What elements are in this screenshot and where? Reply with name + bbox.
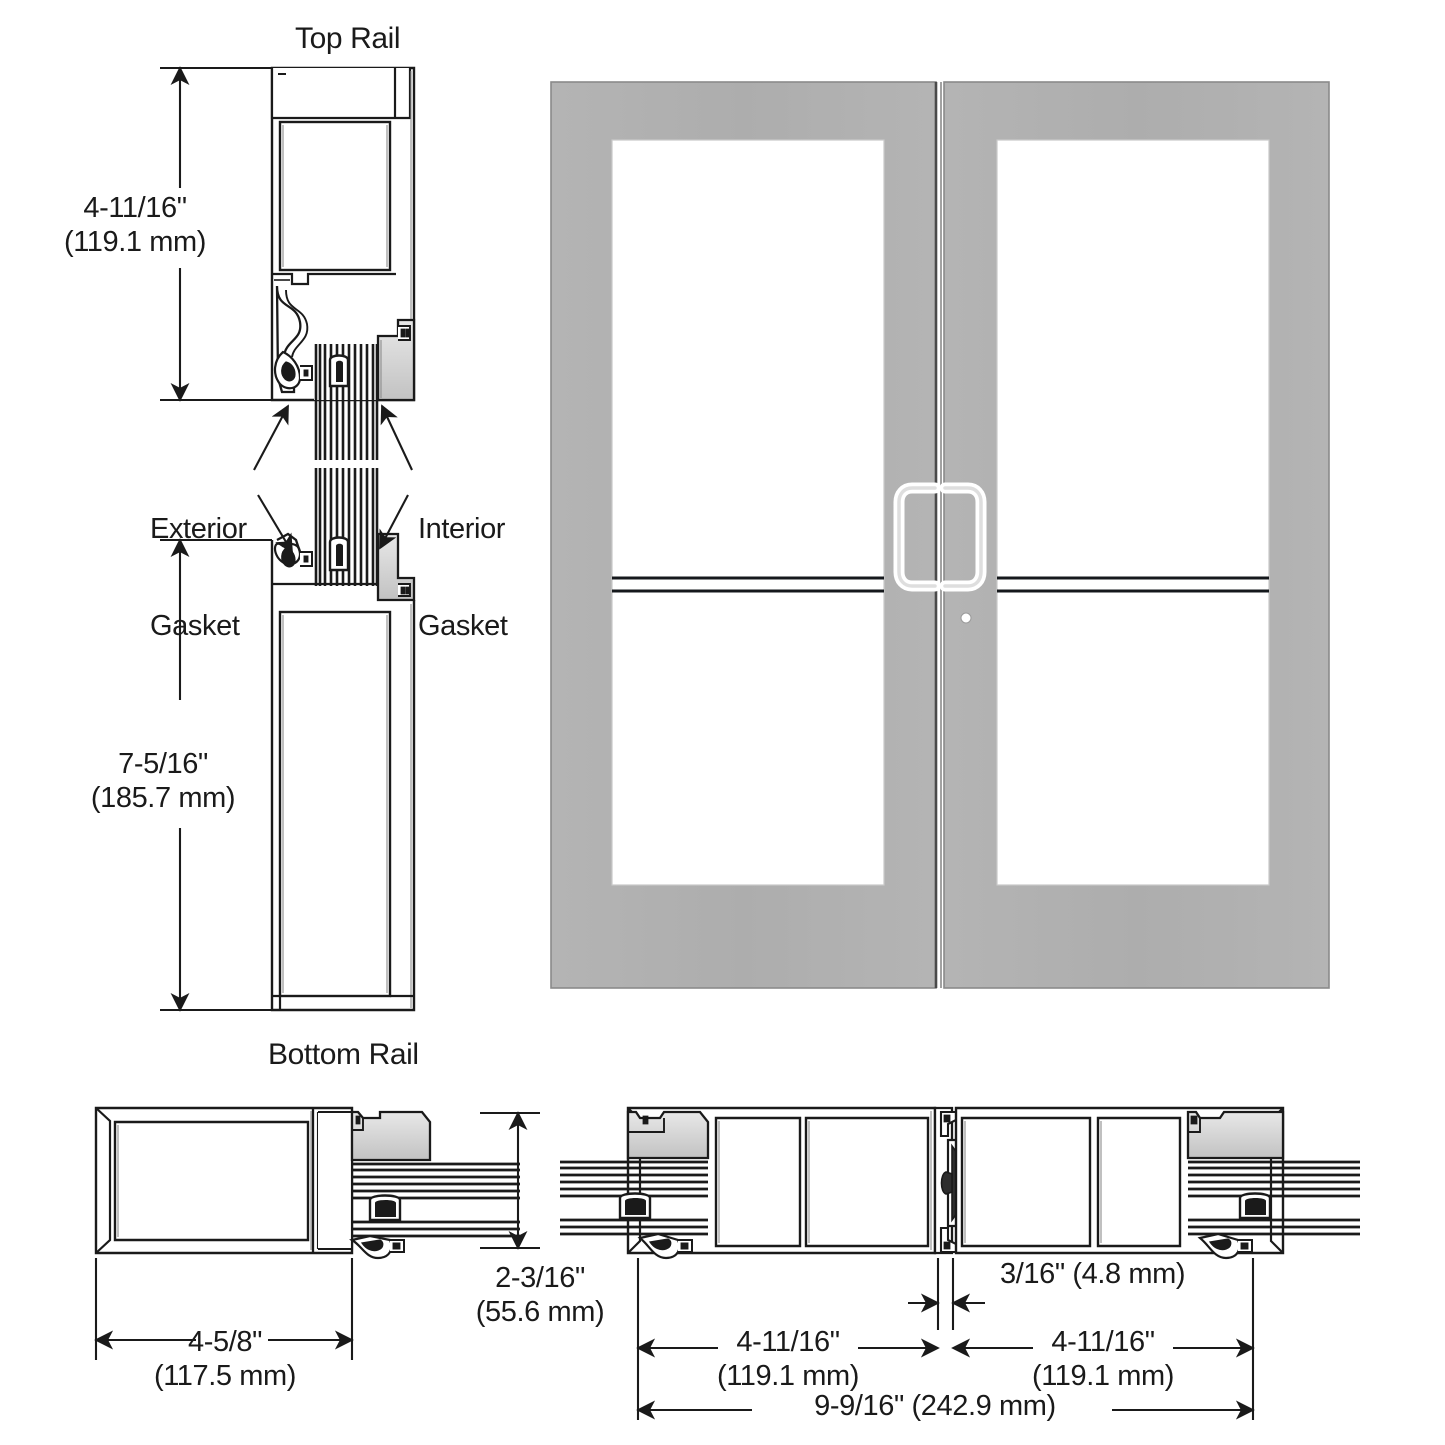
exterior-gasket-callout: Exterior Gasket [150, 448, 247, 708]
exterior-gasket-callout-line1: Exterior [150, 512, 247, 545]
dimension-top-rail-height-metric: (119.1 mm) [63, 226, 207, 258]
bottom-rail-title: Bottom Rail [268, 1038, 419, 1071]
interior-gasket-callout-line2: Gasket [418, 610, 508, 643]
glazing-continuation [314, 400, 379, 530]
top-rail-title: Top Rail [295, 22, 401, 55]
dimension-right-meeting-stile [951, 1258, 1255, 1420]
door-pair-elevation [550, 81, 1330, 989]
dimension-section-depth [480, 1111, 540, 1250]
dimension-overall-width: 9-9/16" (242.9 mm) [814, 1390, 1056, 1422]
dimension-top-rail-height [160, 66, 272, 402]
dimension-bottom-rail-height-metric: (185.7 mm) [90, 782, 236, 814]
dimension-section-depth-metric: (55.6 mm) [475, 1296, 605, 1328]
dimension-stile-gap [908, 1258, 985, 1330]
interior-gasket-callout-line1: Interior [418, 512, 506, 545]
exterior-gasket-callout-line2: Gasket [150, 610, 240, 643]
dimension-right-meeting-stile-imperial: 4-11/16" [1051, 1326, 1155, 1358]
left-stile-horizontal-section [94, 1106, 520, 1260]
dimension-stile-gap: 3/16" (4.8 mm) [1000, 1258, 1186, 1290]
door-pull-handles [893, 482, 987, 592]
key-cylinder [960, 612, 972, 624]
dimension-left-meeting-stile-imperial: 4-11/16" [736, 1326, 840, 1358]
gasket-callout-leaders [253, 404, 413, 554]
dimension-top-rail-height-imperial: 4-11/16" [83, 192, 187, 224]
dimension-left-meeting-stile [636, 1258, 940, 1420]
dimension-right-meeting-stile-metric: (119.1 mm) [1031, 1360, 1175, 1392]
dimension-section-depth-imperial: 2-3/16" [495, 1262, 585, 1294]
bottom-rail-section-profile [270, 530, 416, 1012]
top-rail-section-profile [270, 66, 416, 402]
interior-gasket-callout: Interior Gasket [418, 448, 508, 708]
dimension-left-meeting-stile-metric: (119.1 mm) [716, 1360, 860, 1392]
meeting-stile-horizontal-section [560, 1106, 1360, 1260]
dimension-stile-width [94, 1258, 354, 1360]
dimension-stile-width-imperial: 4-5/8" [188, 1326, 262, 1358]
dimension-stile-width-metric: (117.5 mm) [153, 1360, 297, 1392]
dimension-bottom-rail-height-imperial: 7-5/16" [118, 748, 208, 780]
dimension-bottom-rail-height [160, 538, 272, 1012]
